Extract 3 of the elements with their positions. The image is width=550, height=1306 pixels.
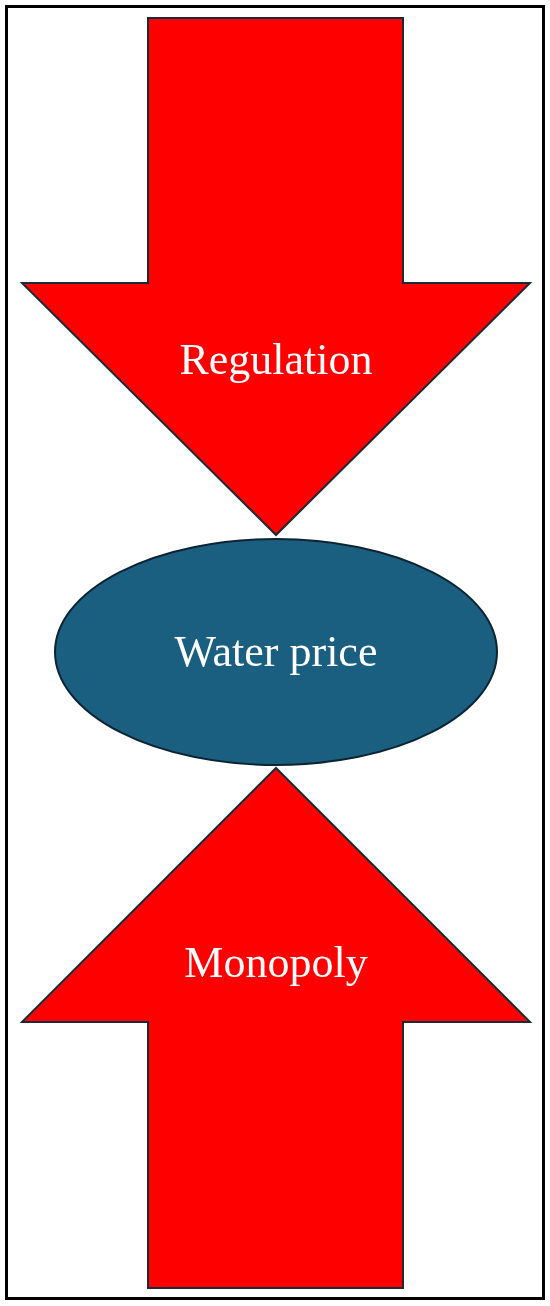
shape-label: Water price xyxy=(174,627,378,676)
shape-label: Monopoly xyxy=(184,938,368,987)
shape-label: Regulation xyxy=(179,335,373,384)
